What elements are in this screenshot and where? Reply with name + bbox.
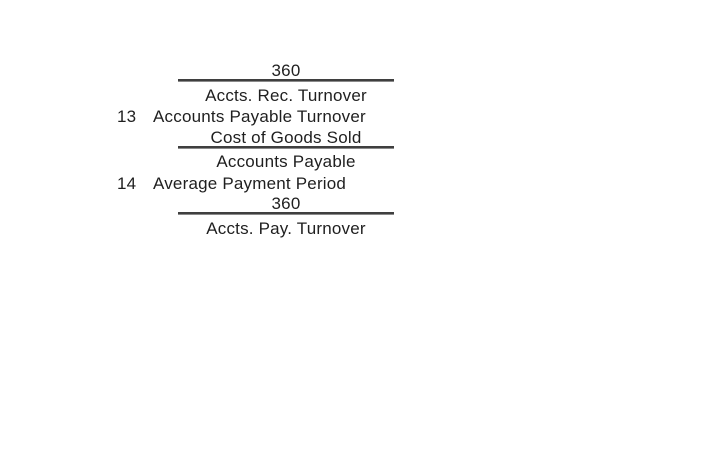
item-number: 14 (117, 174, 137, 193)
fraction-denominator: Accts. Pay. Turnover (206, 219, 366, 238)
fraction-numerator: Cost of Goods Sold (210, 128, 362, 147)
item-title: Average Payment Period (153, 174, 347, 193)
item-title: Accounts Payable Turnover (153, 107, 366, 126)
fraction-bar (178, 146, 394, 149)
fraction-denominator: Accts. Rec. Turnover (205, 86, 367, 105)
fraction-numerator: 360 (271, 194, 301, 213)
fraction-bar (178, 212, 394, 215)
item-number: 13 (117, 107, 137, 126)
fraction-numerator: 360 (271, 61, 301, 80)
fraction-denominator: Accounts Payable (216, 152, 356, 171)
fraction-bar (178, 79, 394, 82)
